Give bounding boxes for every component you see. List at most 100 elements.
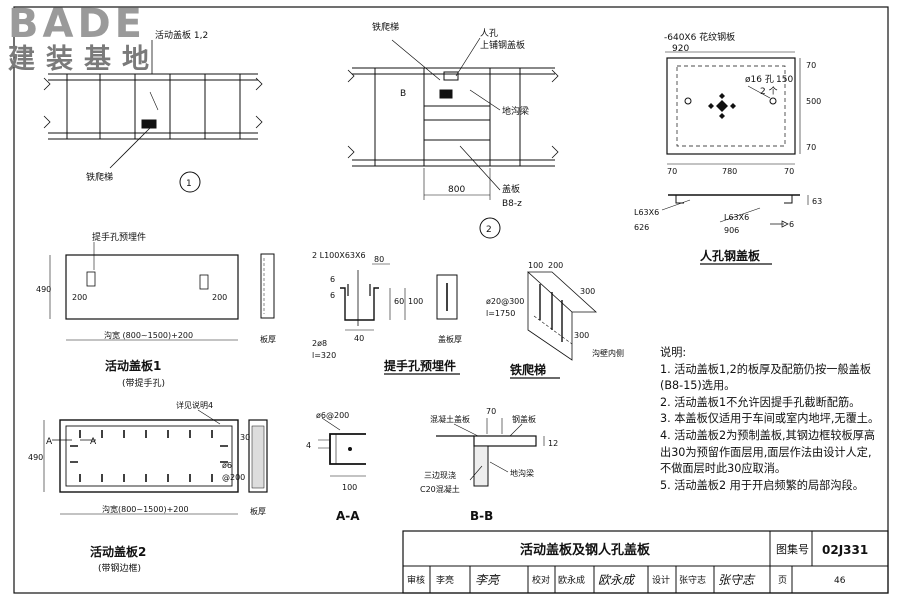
checker-name: 欧永成 [558,574,585,586]
handle-embed: 2 L100X63X6 80 6 6 60 100 40 2ø8 l=320 盖… [312,251,462,375]
slab1-subtitle: (带提手孔) [122,377,165,389]
notes-heading: 说明: [660,346,687,359]
note-line: 3. 本盖板仅适用于车间或室内地坪,无覆土。 [660,412,880,426]
ladder-dim-300b: 300 [574,331,589,340]
plate-dim-70a: 70 [806,61,816,70]
slab2-dim-30: 30 [240,433,250,442]
detail-1-marker [179,171,201,193]
d2-section-b1: B [400,89,406,99]
slab1-title: 活动盖板1 [105,358,161,373]
bb-beam-label: 地沟梁 [510,468,534,478]
plate-dim-920: 920 [672,44,689,54]
plate-dim-780: 780 [722,167,737,176]
design-label: 设计 [652,574,670,586]
plate-hole-count: 2 个 [760,86,778,97]
d2-b8-label: B8-z [502,199,522,209]
designer-name: 张守志 [679,574,706,586]
ladder-bar-length: l=1750 [486,309,515,318]
section-dim-906: 906 [724,226,739,235]
manhole-cover-title: 人孔钢盖板 [700,248,761,263]
d1-num: 1 [186,179,192,189]
note-line: 不做面层时此30应取消。 [660,462,787,476]
ladder-bar: ø20@300 [486,297,524,306]
iron-ladder: 100 200 300 300 ø20@300 l=1750 沟壁内侧 铁爬梯 [486,261,624,379]
designer-signature: 张守志 [718,573,756,587]
slab1-thickness: 板厚 [260,334,276,344]
ladder-dim-100: 100 [528,261,543,270]
aa-dim-100: 100 [342,483,357,492]
d2-cover-label: 盖板 [502,183,520,195]
bb-concrete-cover: 混凝土盖板 [430,414,470,424]
section-a-a: ø6@200 4 100 A-A [306,411,366,523]
slab1-dim-490: 490 [36,285,51,294]
note-line: 4. 活动盖板2为预制盖板,其钢边框较板厚高 [660,428,876,442]
embed-dim-60: 60 [394,297,404,306]
d1-label: 活动盖板 1,2 [155,29,208,41]
ladder-dim-300a: 300 [580,287,595,296]
slab1-dim-200b: 200 [212,293,227,302]
section-dim-6: 6 [789,220,794,229]
slab2-section-a2: A [90,437,97,447]
section-angle-2: L63X6 [724,213,749,222]
plate-spec: -640X6 花纹钢板 [664,31,735,43]
d2-dim-800: 800 [448,185,465,195]
bade-logo: BADE 建装基地 [8,4,178,82]
logo-text-bottom: 建装基地 [8,44,160,75]
slab1-dim-200a: 200 [72,293,87,302]
detail-2-marker [479,217,501,239]
logo-text-top: BADE [8,1,146,47]
slab2-subtitle: (带钢边框) [98,562,141,574]
embed-bar: 2ø8 [312,339,327,348]
embed-title: 提手孔预埋件 [384,358,456,373]
aa-dim-4: 4 [306,441,311,450]
plate-pattern [708,93,736,119]
ladder-title: 铁爬梯 [510,362,546,377]
section-dim-626: 626 [634,223,649,232]
plate-dim-70c: 70 [667,167,677,176]
atlas-label: 图集号 [776,542,809,556]
slab2-section-a1: A [46,437,53,447]
embed-dim-80: 80 [374,255,384,264]
slab2-bar-spacing: @200 [222,473,245,482]
embed-dim-40: 40 [354,334,364,343]
note-line: 出30为预留作面层用,面层作法由设计人定, [660,445,872,459]
note-line: 1. 活动盖板1,2的板厚及配筋仍按一般盖板 [660,362,872,376]
page-label: 页 [778,575,787,586]
slab2-bar: ø6 [222,461,232,470]
embed-tag: 提手孔预埋件 [92,231,146,243]
plate-dim-70b: 70 [806,143,816,152]
d2-section-b2: B [442,89,448,99]
bb-pour-label: 三边现浇 [424,470,456,480]
plate-dim-150: 150 [776,75,793,85]
embed-angle-label: 2 L100X63X6 [312,251,366,260]
embed-dim-6b: 6 [330,291,335,300]
title-block: 活动盖板及钢人孔盖板 图集号 02J331 审核 李亮 李亮 校对 欧永成 欧永… [402,530,889,594]
d1-ladder-label: 铁爬梯 [86,171,113,183]
slab2-title: 活动盖板2 [90,544,146,559]
page-number: 46 [834,576,846,586]
reviewer-signature: 李亮 [475,573,501,587]
slab-1-plan: 提手孔预埋件 490 200 200 沟宽 (800~1500)+200 板厚 … [36,231,276,389]
note-line: 5. 活动盖板2 用于开启频繁的局部沟段。 [660,478,864,492]
atlas-number: 02J331 [822,543,868,557]
reviewer-name: 李亮 [436,574,454,586]
embed-slab-thickness: 盖板厚 [438,334,462,344]
note-line: 2. 活动盖板1不允许因提手孔截断配筋。 [660,395,861,409]
plate-hole-label: ø16 孔 [745,74,774,85]
aa-title: A-A [336,509,360,523]
embed-dim-100: 100 [408,297,423,306]
section-dim-63: 63 [812,197,822,206]
slab2-thickness: 板厚 [250,506,266,516]
checker-signature: 欧永成 [598,573,636,587]
bb-c20-label: C20混凝土 [420,484,460,494]
detail-2-plan: 铁爬梯 人孔 上铺钢盖板 B B 地沟梁 盖板 B8-z 800 2 [347,21,559,239]
d2-num: 2 [486,225,492,235]
aa-bar-spacing: ø6@200 [316,411,349,420]
slab2-width: 沟宽(800~1500)+200 [102,504,189,514]
bb-steel-cover: 钢盖板 [512,414,536,424]
ladder-wall-label: 沟壁内侧 [592,348,624,358]
manhole-cover-plan: -640X6 花纹钢板 920 ø16 孔 2 个 150 70 500 70 … [664,31,821,176]
bb-dim-70: 70 [486,407,496,416]
slab2-note: 详见说明4 [176,400,213,410]
